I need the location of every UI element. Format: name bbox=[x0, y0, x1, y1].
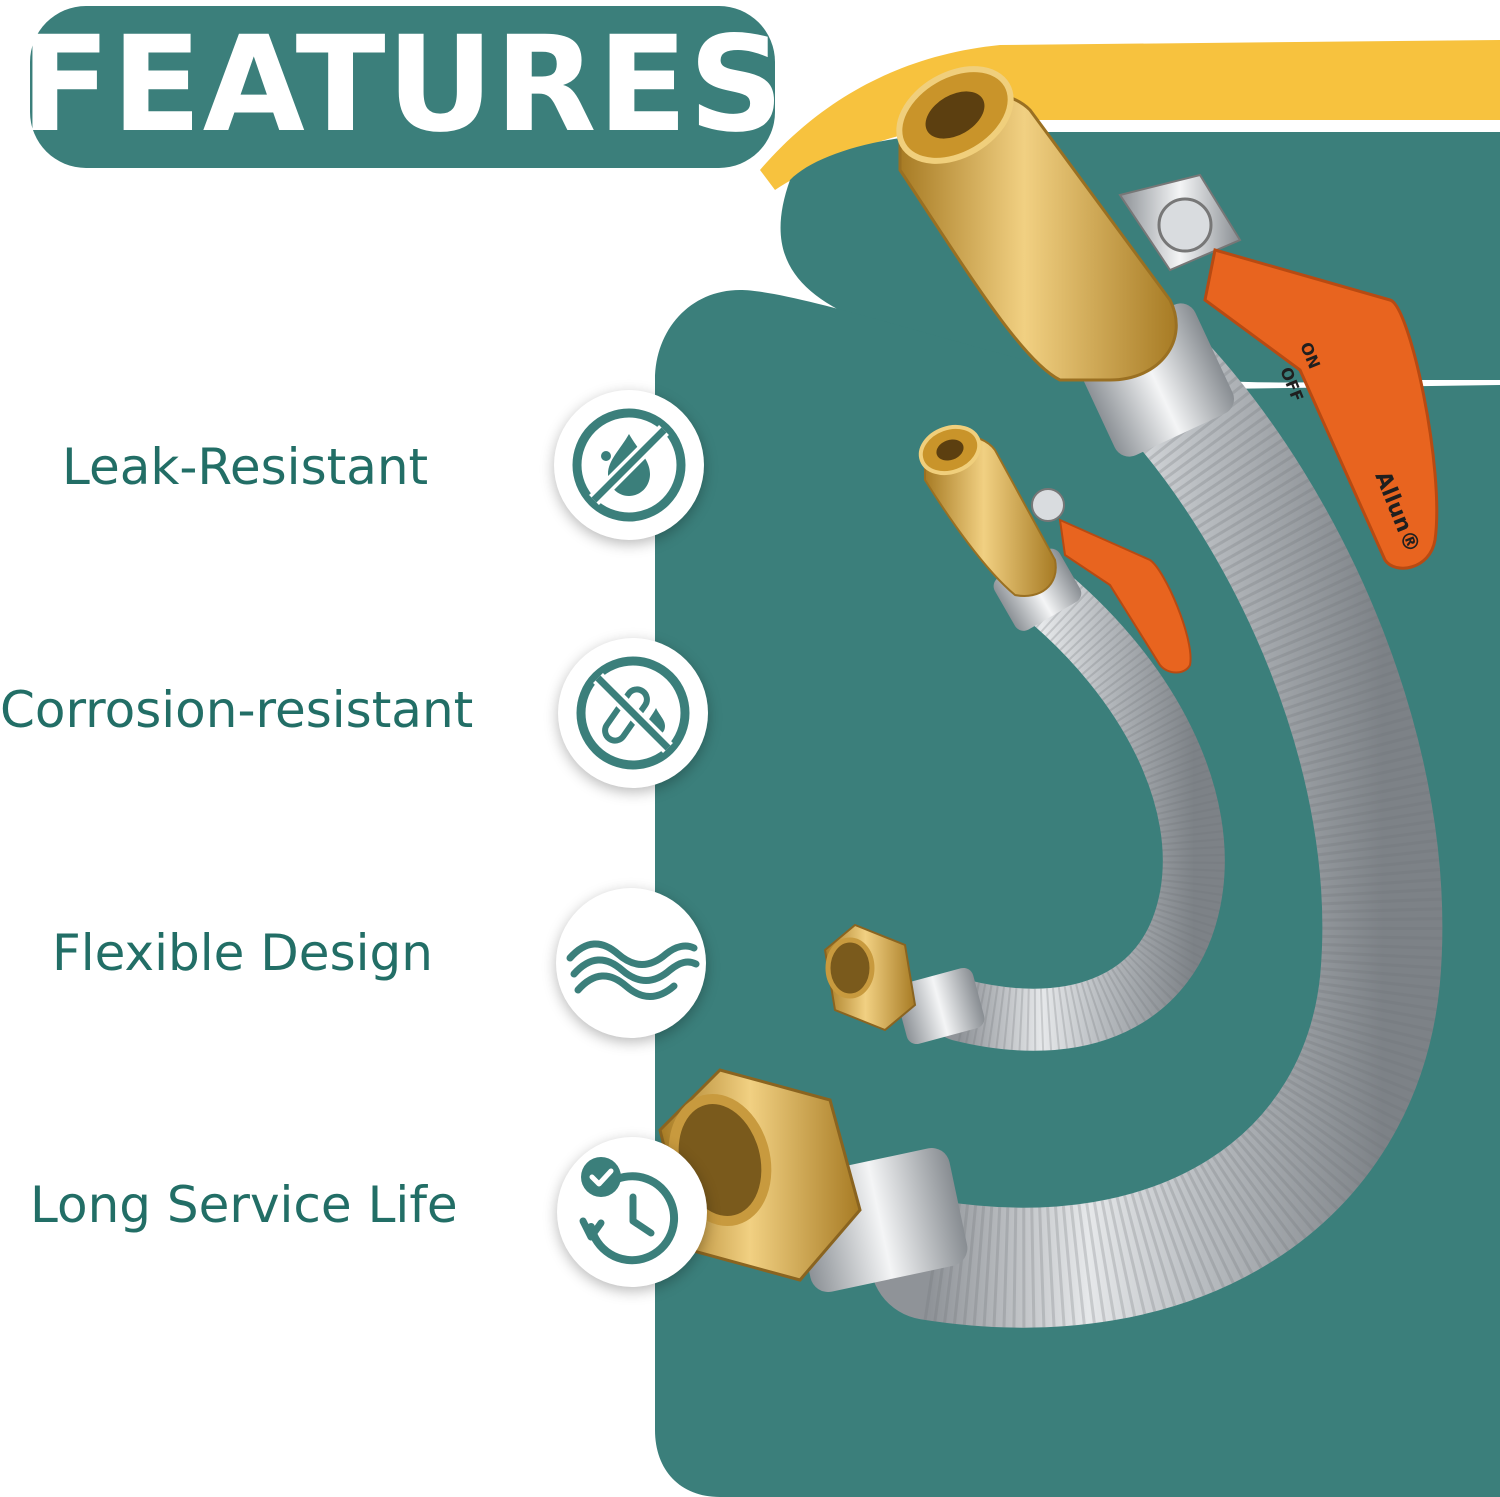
small-valve-handle-nut bbox=[1031, 488, 1065, 522]
feature-icon-circle-corrosion bbox=[558, 638, 708, 788]
page-title: FEATURES bbox=[20, 8, 785, 162]
large-valve-handle-nut bbox=[1157, 197, 1213, 253]
feature-label-flexible-design: Flexible Design bbox=[52, 924, 433, 982]
title-banner: FEATURES bbox=[20, 6, 784, 168]
feature-icon-circle-flexible bbox=[556, 888, 706, 1038]
feature-icon-circle-service-life bbox=[557, 1137, 707, 1287]
large-hose-braid-texture bbox=[920, 339, 1443, 1328]
feature-label-corrosion-resistant: Corrosion-resistant bbox=[0, 681, 474, 739]
feature-label-long-service-life: Long Service Life bbox=[30, 1176, 458, 1234]
small-hose-braid bbox=[929, 559, 1225, 1051]
wave-flex-icon bbox=[566, 940, 700, 1000]
large-valve-inlet-bore bbox=[925, 91, 985, 139]
feature-label-leak-resistant: Leak-Resistant bbox=[62, 438, 429, 496]
small-bottom-ferrule bbox=[895, 967, 985, 1045]
small-valve-handle bbox=[1058, 518, 1192, 674]
clock-check-icon bbox=[579, 1157, 679, 1265]
no-corrosion-icon bbox=[576, 656, 690, 770]
large-valve-handle bbox=[1203, 248, 1439, 570]
small-valve-inlet-bore bbox=[936, 439, 964, 461]
small-bottom-nut-bore bbox=[825, 937, 875, 999]
no-leak-icon bbox=[572, 408, 686, 522]
large-hose-braid bbox=[870, 320, 1443, 1328]
feature-icon-circle-leak bbox=[554, 390, 704, 540]
